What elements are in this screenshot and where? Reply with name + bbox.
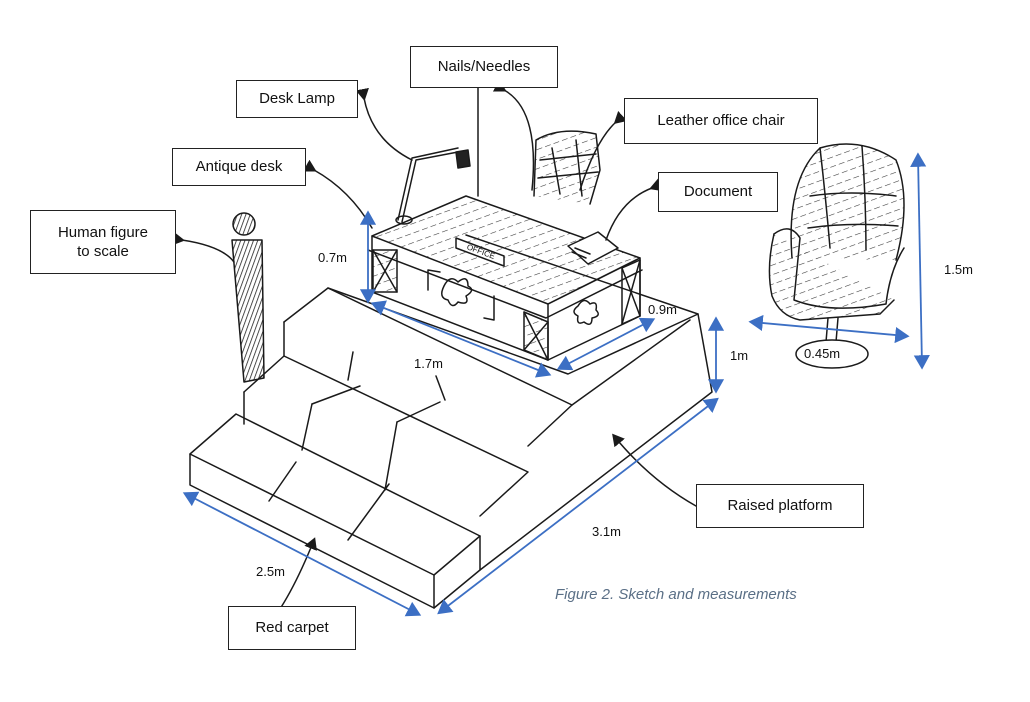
- label-red-carpet: Red carpet: [228, 606, 356, 650]
- measure-carpet-width: 2.5m: [256, 564, 285, 579]
- desk-lamp: [395, 147, 471, 225]
- label-nails-needles: Nails/Needles: [410, 46, 558, 88]
- measure-desk-depth: 0.9m: [648, 302, 677, 317]
- measure-platform-height: 1m: [730, 348, 749, 363]
- label-antique-desk: Antique desk: [172, 148, 306, 186]
- label-raised-platform: Raised platform: [696, 484, 864, 528]
- measure-platform-length: 3.1m: [592, 524, 621, 539]
- leather-office-chair: [768, 143, 905, 369]
- measure-desk-height: 0.7m: [318, 250, 347, 265]
- measure-chair-height: 1.5m: [944, 262, 973, 277]
- measure-chair-base: 0.45m: [804, 346, 841, 361]
- human-figure: [231, 212, 265, 383]
- measure-desk-length: 1.7m: [414, 356, 443, 371]
- label-human-figure-line1: Human figure: [57, 223, 149, 241]
- figure-caption: Figure 2. Sketch and measurements: [555, 586, 797, 603]
- label-desk-lamp: Desk Lamp: [236, 80, 358, 118]
- label-leather-office-chair: Leather office chair: [624, 98, 818, 144]
- label-human-figure: Human figure to scale: [30, 210, 176, 274]
- chair-behind-desk: [533, 130, 601, 205]
- label-human-figure-line2: to scale: [77, 243, 129, 260]
- dimension-arrows: [182, 152, 930, 617]
- antique-desk: [367, 195, 643, 361]
- label-document: Document: [658, 172, 778, 212]
